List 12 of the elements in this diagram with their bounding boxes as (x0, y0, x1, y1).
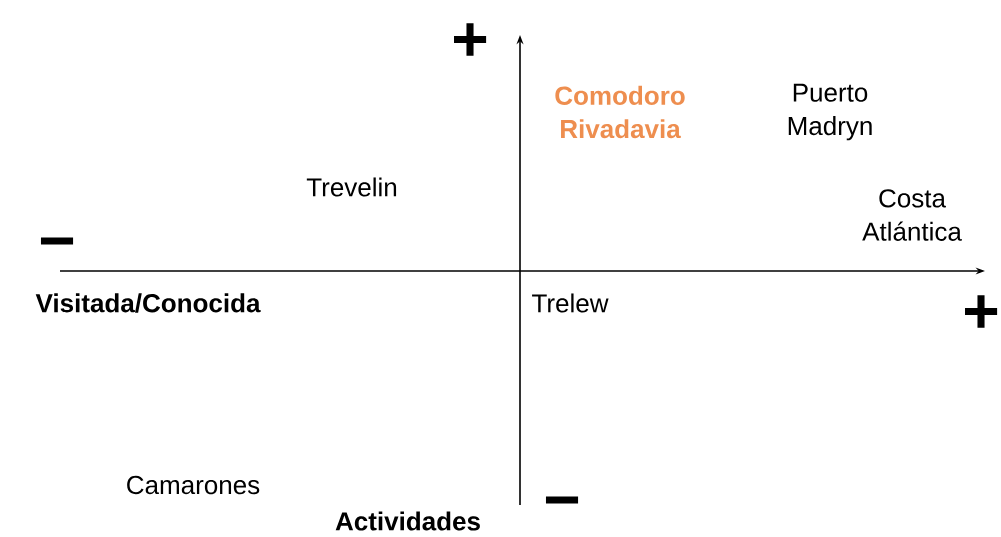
axis-title: Actividades (335, 511, 480, 531)
map-point-label: Trelew (532, 293, 609, 313)
map-point-label: Puerto Madryn (788, 83, 872, 141)
map-point-label: Costa Atlántica (862, 189, 962, 241)
minus-sign: − (40, 237, 74, 245)
plus-sign: + (965, 295, 998, 328)
map-point-label: Trevelin (306, 177, 397, 197)
map-point-label: Comodoro Rivadavia (555, 85, 685, 139)
plus-sign: + (454, 23, 487, 56)
minus-sign: − (545, 496, 579, 504)
axis-title: Visitada/Conocida (35, 293, 261, 313)
map-point-label: Camarones (127, 475, 260, 495)
